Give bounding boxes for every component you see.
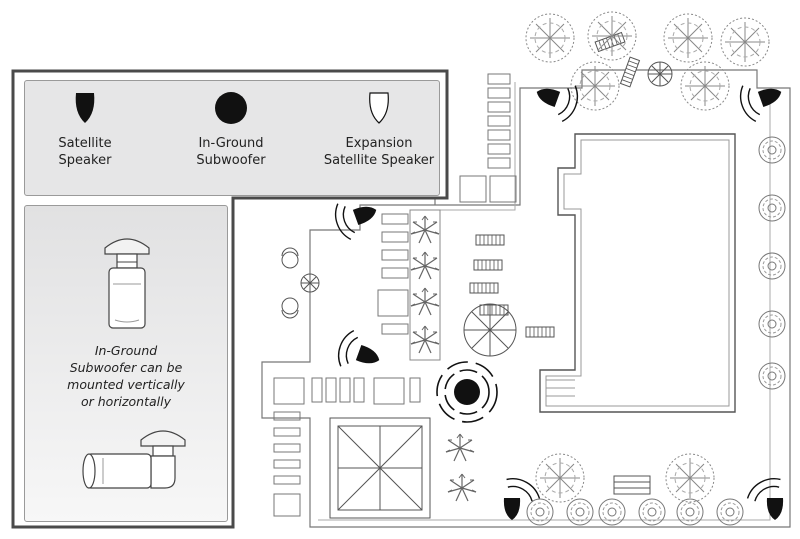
horizontal-subwoofer-icon: [82, 430, 186, 489]
legend-label-in-ground-subwoofer: In-Ground Subwoofer: [161, 135, 301, 169]
satellite-speaker-icon: [75, 93, 95, 123]
subwoofer-mounting-panel: In-Ground Subwoofer can be mounted verti…: [24, 205, 228, 522]
legend-label-expansion-satellite-speaker: Expansion Satellite Speaker: [309, 135, 449, 169]
note-line2: Subwoofer can be: [69, 360, 183, 375]
legend-label-line2: Speaker: [58, 153, 112, 168]
subwoofer-mounting-note: In-Ground Subwoofer can be mounted verti…: [25, 342, 227, 410]
in-ground-subwoofer-icon: [215, 92, 247, 124]
legend-label-line1: Expansion: [345, 136, 413, 151]
note-line1: In-Ground: [94, 343, 158, 358]
note-line3: mounted vertically: [67, 377, 185, 392]
legend-label-line2: Satellite Speaker: [323, 153, 435, 168]
speaker-legend: Satellite Speaker In-Ground Subwoofer Ex…: [24, 80, 440, 196]
legend-label-satellite-speaker: Satellite Speaker: [15, 135, 155, 169]
legend-item-expansion-satellite-speaker: Expansion Satellite Speaker: [309, 91, 449, 169]
legend-label-line1: Satellite: [58, 136, 112, 151]
legend-item-satellite-speaker: Satellite Speaker: [15, 91, 155, 169]
legend-label-line1: In-Ground: [198, 136, 264, 151]
legend-label-line2: Subwoofer: [196, 153, 266, 168]
expansion-satellite-speaker-icon: [369, 92, 389, 124]
vertical-subwoofer-icon: [104, 238, 150, 329]
legend-item-in-ground-subwoofer: In-Ground Subwoofer: [161, 91, 301, 169]
note-line4: or horizontally: [81, 394, 171, 409]
